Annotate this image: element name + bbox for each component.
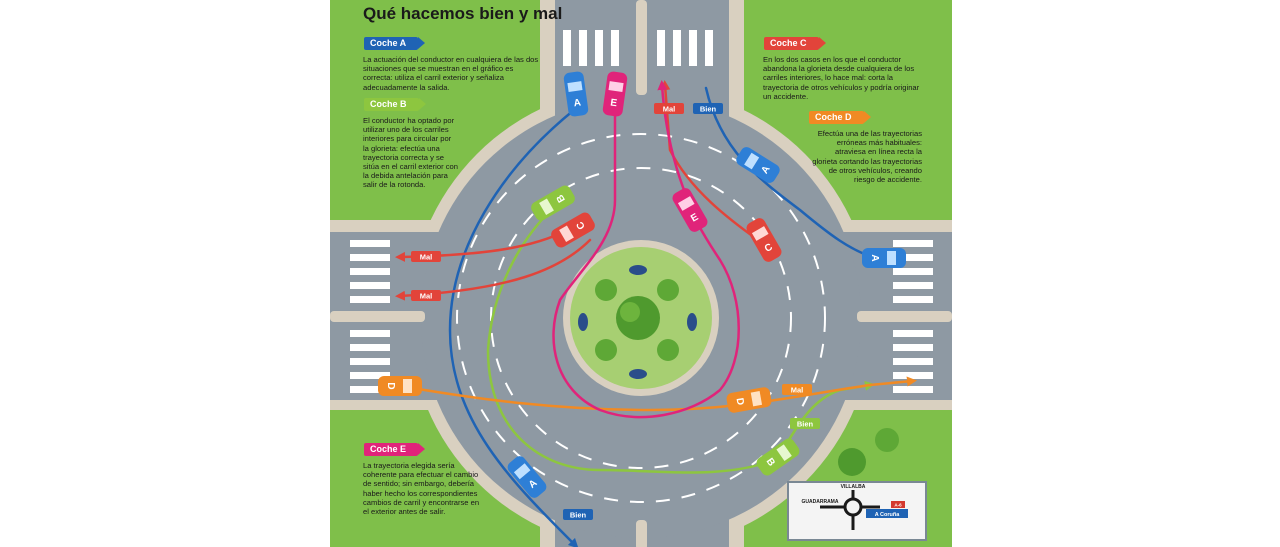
median-west <box>330 311 425 322</box>
car-d-east-letter: D <box>734 397 746 406</box>
car-c-east-letter: C <box>763 242 775 255</box>
sign-right-text: A Coruña <box>875 512 900 518</box>
path-d <box>393 376 917 412</box>
car-a-north-letter: A <box>573 97 582 109</box>
label-mal-east: Mal <box>791 386 804 395</box>
median-north <box>636 0 647 95</box>
car-a-ne: A <box>736 147 780 183</box>
route-labels: Mal Bien Mal Mal Mal Bien Bien <box>411 103 820 520</box>
lane-marking-inner <box>490 167 792 469</box>
crosswalk-west <box>350 240 390 393</box>
page-title: Qué hacemos bien y mal <box>363 4 563 23</box>
sign-badge-text: A-6 <box>894 503 902 508</box>
direction-sign: VILLALBA GUADARRAMA A Coruña A-6 <box>787 481 927 541</box>
car-b-tag: Coche B <box>364 98 425 111</box>
car-e-inner-letter: E <box>689 212 701 225</box>
car-d-tag: Coche D <box>809 111 870 124</box>
car-a-south: A <box>507 456 547 498</box>
car-e-description: La trayectoria elegida sería coherente p… <box>363 461 480 517</box>
path-a-west <box>448 108 579 547</box>
crosswalk-east <box>893 240 933 393</box>
car-a-ne-letter: A <box>759 164 772 176</box>
path-b-upper <box>486 206 777 474</box>
car-b-north: B <box>531 185 575 221</box>
median-east <box>857 311 952 322</box>
car-b-south: B <box>756 438 800 476</box>
sign-left-text: GUADARRAMA <box>802 499 839 505</box>
label-bien-south: Bien <box>570 511 587 520</box>
label-mal-north: Mal <box>663 105 676 114</box>
car-c-west: C <box>551 212 595 248</box>
car-b-description: El conductor ha optado por utilizar uno … <box>363 116 458 190</box>
car-e-north-letter: E <box>610 97 618 109</box>
label-bien-east: Bien <box>797 420 814 429</box>
car-e-inner: E <box>672 188 708 232</box>
car-d-west-letter: D <box>385 382 396 389</box>
trajectories <box>393 80 917 547</box>
path-a-east <box>704 86 877 260</box>
path-e <box>552 113 740 419</box>
car-c-description: En los dos casos en los que el conductor… <box>763 55 920 101</box>
sign-top-text: VILLALBA <box>841 484 866 490</box>
car-e-tag: Coche E <box>364 443 426 456</box>
car-d-description: Efectúa una de las trayectorias erróneas… <box>812 129 922 185</box>
label-mal-west-1: Mal <box>420 253 433 262</box>
car-c-tag: Coche C <box>764 37 825 50</box>
car-e-north: E <box>602 71 628 117</box>
lane-marking-outer <box>456 133 826 503</box>
car-a-east: A <box>862 248 906 268</box>
island-signs <box>578 265 697 379</box>
car-b-north-letter: B <box>555 192 568 204</box>
car-a-north: A <box>563 71 589 117</box>
cars: A E A A B C E <box>378 71 906 498</box>
car-a-tag: Coche A <box>364 37 426 50</box>
car-d-west: D <box>378 376 422 396</box>
car-c-west-letter: C <box>575 219 588 231</box>
label-mal-west-2: Mal <box>420 292 433 301</box>
crosswalk-north <box>563 30 713 66</box>
car-d-east: D <box>726 387 772 413</box>
car-a-east-letter: A <box>869 254 880 261</box>
car-c-east: C <box>746 218 782 262</box>
median-south <box>636 520 647 547</box>
car-a-description: La actuación del conductor en cualquiera… <box>363 55 539 92</box>
label-bien-north: Bien <box>700 105 717 114</box>
trees <box>595 279 899 476</box>
